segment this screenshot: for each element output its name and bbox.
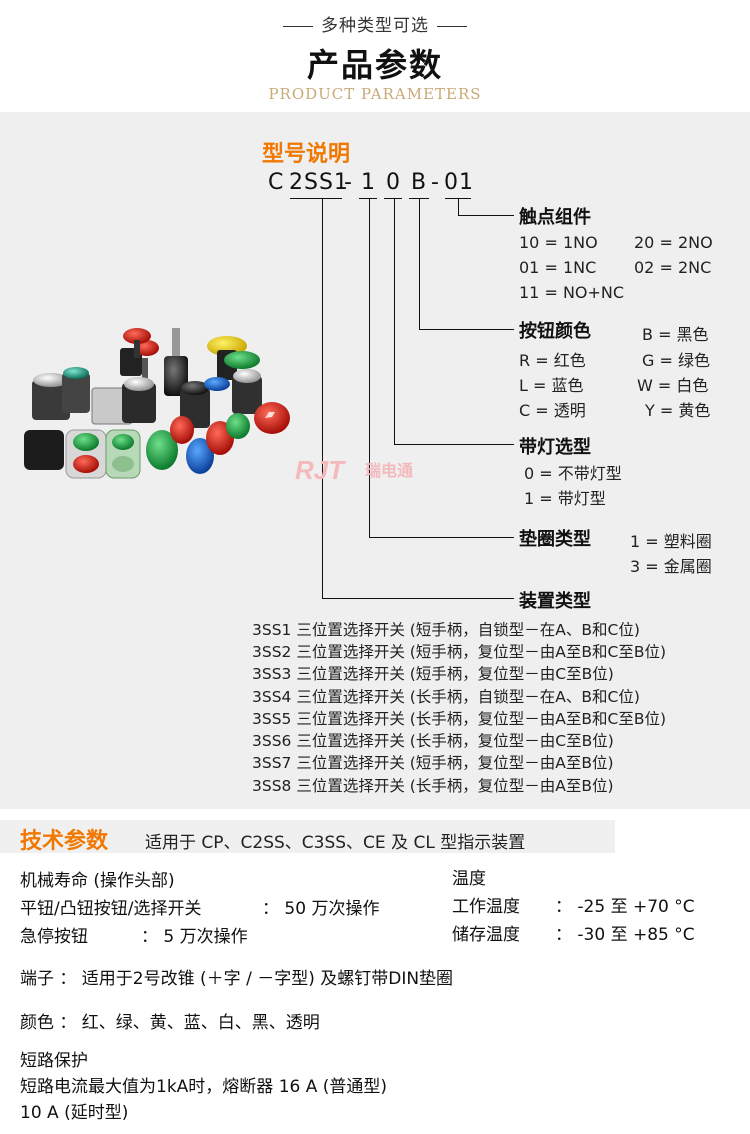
connector-device-horizontal [322,598,514,599]
contact-option: 02 = 2NC [634,258,712,277]
connector-gasket-vertical [369,199,370,537]
logo-text: 瑞电通 [365,461,413,480]
connector-contact-horizontal [458,215,514,216]
connector-light-vertical [394,199,395,444]
page-title-english: PRODUCT PARAMETERS [268,85,482,103]
short-circuit-line: 10 A (延时型) [20,1103,129,1123]
color-option: C = 透明 [519,401,586,420]
code-underline-light [384,198,402,199]
light-option: 0 = 不带灯型 [524,464,622,483]
model-code-color: B [411,170,428,195]
device-option: 3SS7 三位置选择开关 (短手柄，复位型－由A至B位) [252,754,614,772]
code-underline-gasket [359,198,377,199]
color-option: W = 白色 [637,376,709,395]
contact-option: 20 = 2NO [634,233,713,252]
light-option: 1 = 带灯型 [524,489,606,508]
tech-title-bar [0,820,615,853]
color-spec: 颜色 ： 红、绿、黄、蓝、白、黑、透明 [20,1013,320,1033]
model-code-prefix: C [268,170,285,195]
contact-option: 01 = 1NC [519,258,597,277]
page-header: 多种类型可选 产品参数 PRODUCT PARAMETERS [0,0,750,112]
tech-section-title: 技术参数 [20,829,109,854]
model-code-dash-1: - [344,170,353,195]
color-option: L = 蓝色 [519,376,584,395]
model-code-device: 2SS1 [289,170,349,195]
subtitle-text: 多种类型可选 [321,16,429,36]
connector-color-horizontal [419,329,514,330]
subtitle-left-rule [283,25,313,27]
connector-light-horizontal [394,444,514,445]
connector-gasket-horizontal [369,537,514,538]
gasket-option: 3 = 金属圈 [630,557,712,576]
gasket-label: 垫圈类型 [519,529,591,550]
subtitle-right-rule [437,25,467,27]
color-option: B = 黑色 [642,325,709,344]
short-circuit-line: 短路电流最大值为1kA时，熔断器 16 A (普通型) [20,1077,388,1097]
short-circuit-heading: 短路保护 [20,1051,88,1071]
mech-life-row-value: ： 5 万次操作 [141,927,248,947]
mech-life-heading: 机械寿命 (操作头部) [20,871,175,891]
device-option: 3SS3 三位置选择开关 (短手柄，复位型－由C至B位) [252,665,614,683]
connector-color-vertical [419,199,420,329]
mech-life-row-value: ： 50 万次操作 [262,899,380,919]
page-title: 产品参数 [306,46,443,84]
connector-contact-vertical [458,199,459,215]
temperature-row-value: ： -25 至 +70 °C [555,897,695,917]
mech-life-row-name: 急停按钮 [20,927,88,947]
device-option: 3SS4 三位置选择开关 (长手柄，自锁型－在A、B和C位) [252,688,640,706]
logo-letters: RJT [295,455,346,483]
temperature-row-name: 工作温度 [452,897,520,917]
temperature-row-value: ： -30 至 +85 °C [555,925,695,945]
gasket-option: 1 = 塑料圈 [630,532,712,551]
color-option: Y = 黄色 [645,401,711,420]
mech-life-row-name: 平钮/凸钮按钮/选择开关 [20,899,202,919]
device-option: 3SS5 三位置选择开关 (长手柄，复位型－由A至B和C至B位) [252,710,667,728]
device-option: 3SS8 三位置选择开关 (长手柄，复位型－由A至B位) [252,777,614,795]
logo-mark: RJT 瑞电通 [295,455,413,485]
model-code-gasket: 1 [361,170,376,195]
code-underline-device [290,198,342,199]
color-option: R = 红色 [519,351,586,370]
color-label: 按钮颜色 [519,321,591,342]
temperature-row-name: 储存温度 [452,925,520,945]
color-option: G = 绿色 [642,351,710,370]
model-section-title: 型号说明 [262,142,351,167]
code-underline-contact [445,198,471,199]
temperature-heading: 温度 [452,869,486,889]
contact-option: 11 = NO+NC [519,283,625,302]
connector-device-vertical [322,199,323,598]
header-subtitle: 多种类型可选 [0,11,750,36]
device-option: 3SS1 三位置选择开关 (短手柄，自锁型－在A、B和C位) [252,621,640,639]
terminal-spec: 端子 ： 适用于2号改锥 (＋字 / －字型) 及螺钉带DIN垫圈 [20,969,454,989]
device-label: 装置类型 [519,591,591,612]
device-option: 3SS2 三位置选择开关 (短手柄，复位型－由A至B和C至B位) [252,643,667,661]
model-code-contact: 01 [444,170,474,195]
code-underline-color [409,198,429,199]
brand-logo: RJT 瑞电通 [295,455,420,487]
contact-label: 触点组件 [519,207,591,228]
device-option: 3SS6 三位置选择开关 (长手柄，复位型－由C至B位) [252,732,614,750]
contact-option: 10 = 1NO [519,233,598,252]
tech-section-subtitle: 适用于 CP、C2SS、C3SS、CE 及 CL 型指示装置 [145,833,526,853]
model-code-dash-2: - [431,170,440,195]
model-code-light: 0 [386,170,401,195]
light-label: 带灯选型 [519,437,591,458]
product-photo [24,328,290,479]
